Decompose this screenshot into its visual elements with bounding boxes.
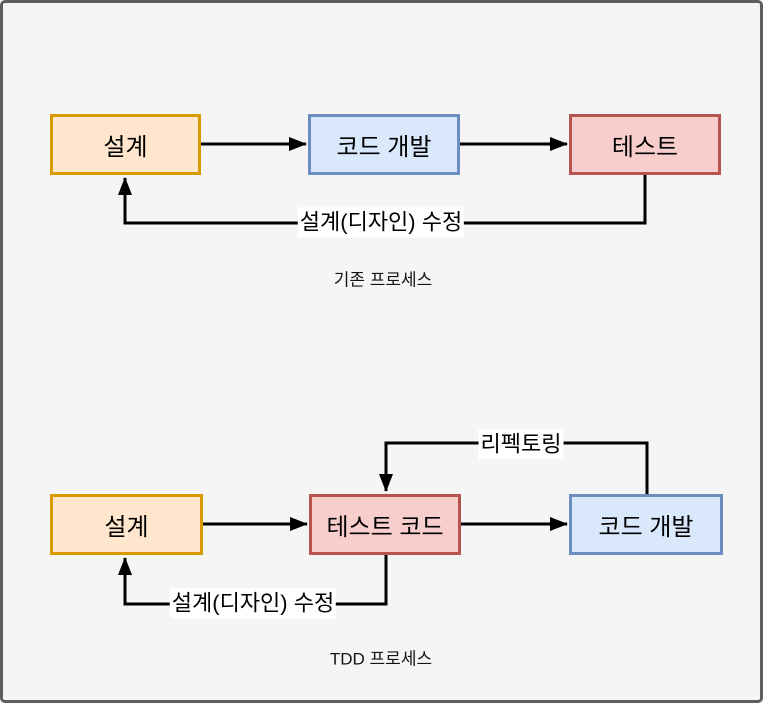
legacy-code-dev-box: 코드 개발 [308,114,460,175]
tdd-refactor-edge-label: 리펙토링 [478,429,564,459]
tdd-test-code-box: 테스트 코드 [309,494,461,555]
tdd-design-box: 설계 [50,494,203,555]
arrow-edges-layer [118,137,649,606]
tdd-feedback-edge-label: 설계(디자인) 수정 [169,588,337,618]
legacy-design-box: 설계 [50,114,201,175]
tdd-process-caption: TDD 프로세스 [329,649,433,669]
legacy-feedback-edge-label: 설계(디자인) 수정 [297,207,465,237]
legacy-process-caption: 기존 프로세스 [333,270,433,290]
legacy-test-box: 테스트 [569,114,721,175]
tdd-code-dev-box: 코드 개발 [569,494,723,555]
